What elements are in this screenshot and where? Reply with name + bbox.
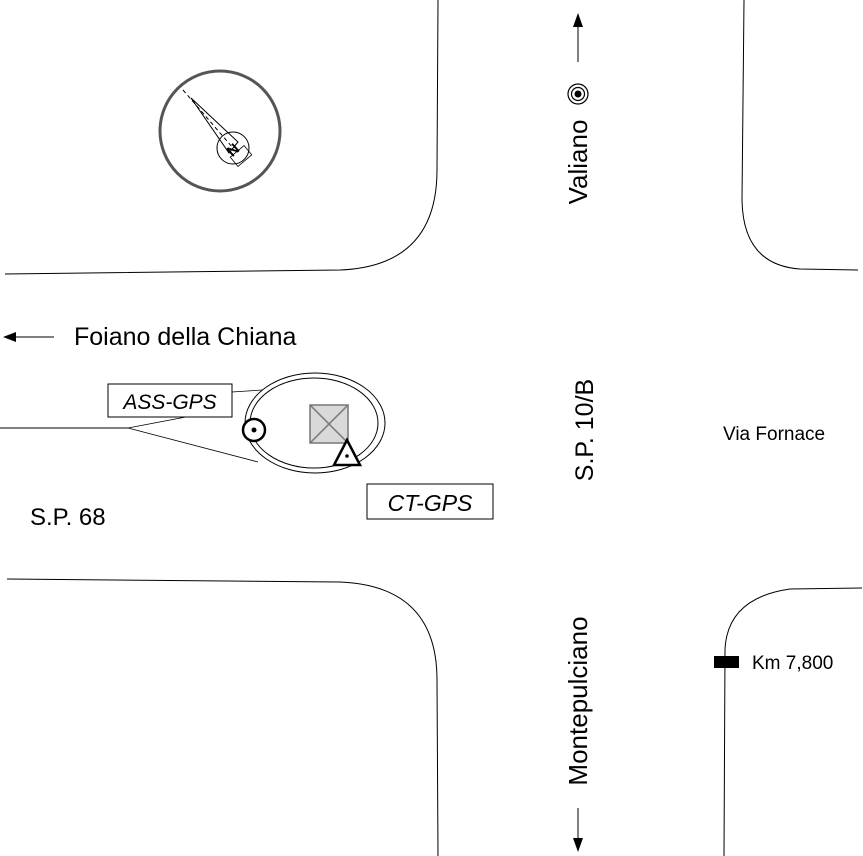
circle-dot-icon (241, 417, 267, 443)
label-foiano-della-chiana: Foiano della Chiana (74, 323, 296, 351)
road-edge-bottom-left (6, 578, 439, 856)
label-sp-10b: S.P. 10/B (571, 379, 599, 481)
km-marker-icon (714, 656, 739, 668)
road-edge-bottom-right (723, 587, 863, 856)
road-edge-top-right (741, 0, 859, 271)
callout-ass-gps: ASS-GPS (107, 383, 233, 418)
square-x-icon (309, 404, 349, 444)
label-montepulciano: Montepulciano (563, 616, 593, 785)
compass-rose-icon: N (158, 69, 282, 193)
road-edge-top-left (4, 0, 439, 275)
arrow-up-icon (573, 13, 583, 62)
arrow-left-icon (3, 332, 54, 342)
label-via-fornace: Via Fornace (723, 424, 825, 445)
callout-ct-gps: CT-GPS (366, 483, 494, 520)
arrow-down-icon (573, 808, 583, 852)
callout-ct-gps-label: CT-GPS (388, 490, 473, 516)
label-km-7800: Km 7,800 (752, 653, 833, 674)
callout-ass-gps-label: ASS-GPS (121, 391, 216, 414)
triangle-dot-icon (331, 437, 363, 467)
label-valiano: Valiano (563, 120, 593, 205)
target-bullseye-icon (567, 83, 589, 105)
compass-north-label: N (224, 140, 243, 160)
label-sp-68: S.P. 68 (30, 504, 106, 531)
